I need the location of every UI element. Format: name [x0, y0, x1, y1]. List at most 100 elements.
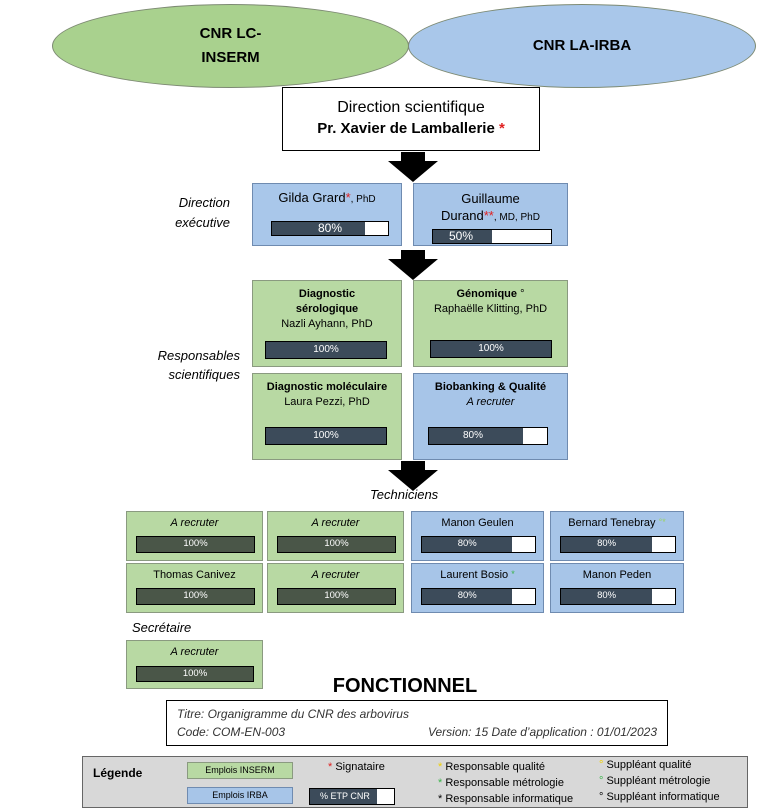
- signataire-mark: *: [345, 190, 351, 205]
- resp-name: Nazli Ayhann, PhD: [281, 318, 373, 330]
- resp-title: Biobanking & Qualité: [434, 381, 547, 393]
- tech-name: A recruter: [311, 569, 360, 581]
- legend-supp-qualite: Suppléant qualité: [606, 759, 692, 771]
- etp-percent: 100%: [324, 590, 349, 601]
- resp-box-moleculaire: Diagnostic moléculaire Laura Pezzi, PhD …: [252, 373, 402, 460]
- responsables-line2: scientifiques: [168, 367, 240, 382]
- legend-etp-label: % ETP CNR: [320, 791, 370, 801]
- etp-bar: 80%: [271, 221, 389, 236]
- arrow-down-icon: [388, 152, 438, 182]
- etp-percent: 100%: [313, 430, 339, 441]
- tech-name: Manon Geulen: [441, 517, 514, 529]
- etp-bar: 100%: [136, 536, 255, 553]
- direction-executive-label: Direction exécutive: [150, 193, 230, 233]
- etp-percent: 100%: [183, 538, 208, 549]
- arrow-down-icon: [388, 461, 438, 491]
- role-mark: *: [511, 569, 515, 579]
- responsables-label: Responsables scientifiques: [140, 346, 240, 384]
- resp-box-serologique: Diagnostic sérologique Nazli Ayhann, PhD…: [252, 280, 402, 367]
- legend-responsables: * Responsable qualité * Responsable métr…: [438, 759, 573, 807]
- executive-box-durand: Guillaume Durand**, MD, PhD 50%: [413, 183, 568, 246]
- resp-title: Diagnostic moléculaire: [266, 381, 388, 393]
- legend-signataire: * Signataire: [328, 761, 385, 773]
- tech-name: A recruter: [170, 646, 219, 658]
- document-version: Version: 15 Date d’application : 01/01/2…: [427, 725, 657, 739]
- etp-bar: 80%: [421, 588, 536, 605]
- technicien-box: Manon Peden 80%: [550, 563, 684, 613]
- legend-supp-informatique: Suppléant informatique: [606, 791, 720, 803]
- document-title: Titre: Organigramme du CNR des arbovirus: [177, 707, 409, 721]
- technicien-box: Laurent Bosio *80%: [411, 563, 544, 613]
- etp-percent: 100%: [313, 344, 339, 355]
- legend-box: Légende Emplois INSERM Emplois IRBA % ET…: [82, 756, 748, 808]
- legend-inserm-label: Emplois INSERM: [205, 765, 275, 775]
- cnr-lc-inserm-line2: INSERM: [201, 49, 260, 66]
- informatique-mark: °: [599, 791, 604, 803]
- legend-etp-bar: % ETP CNR: [309, 788, 395, 805]
- etp-bar: 100%: [430, 340, 552, 358]
- resp-box-genomique: Génomique ° Raphaëlle Klitting, PhD 100%: [413, 280, 568, 367]
- signataire-mark: *: [498, 120, 505, 137]
- legend-irba-swatch: Emplois IRBA: [187, 787, 293, 804]
- direction-executive-line1: Direction: [178, 195, 230, 210]
- technicien-box: Thomas Canivez 100%: [126, 563, 263, 613]
- technicien-box: Bernard Tenebray °*80%: [550, 511, 684, 561]
- executive-name: Gilda Grard: [278, 190, 346, 205]
- techniciens-label: Techniciens: [370, 487, 439, 502]
- suppleant-mark: °: [520, 288, 525, 300]
- legend-irba-label: Emplois IRBA: [212, 790, 268, 800]
- cnr-lc-inserm-oval: CNR LC- INSERM: [52, 4, 409, 88]
- etp-percent: 80%: [317, 221, 343, 235]
- legend-resp-informatique: Responsable informatique: [445, 793, 574, 805]
- resp-name: Raphaëlle Klitting, PhD: [433, 303, 548, 315]
- resp-box-biobanking: Biobanking & Qualité A recruter 80%: [413, 373, 568, 460]
- document-info-box: Titre: Organigramme du CNR des arbovirus…: [166, 700, 668, 746]
- etp-percent: 100%: [478, 343, 504, 354]
- cnr-lc-inserm-line1: CNR LC-: [199, 25, 262, 42]
- etp-percent: 50%: [449, 229, 474, 243]
- technicien-box: Manon Geulen 80%: [411, 511, 544, 561]
- resp-name: A recruter: [466, 396, 515, 408]
- etp-bar: 100%: [265, 341, 387, 359]
- direction-executive-line2: exécutive: [175, 215, 230, 230]
- metrologie-mark: °: [599, 775, 604, 787]
- direction-title: Direction scientifique: [337, 99, 485, 116]
- etp-bar: 100%: [136, 588, 255, 605]
- arrow-down-icon: [388, 250, 438, 280]
- etp-bar: 80%: [560, 588, 676, 605]
- legend-resp-qualite: Responsable qualité: [445, 761, 546, 773]
- legend-signataire-label: Signataire: [335, 761, 385, 773]
- signataire-mark: *: [328, 761, 333, 773]
- etp-percent: 100%: [324, 538, 349, 549]
- metrologie-mark: *: [438, 777, 443, 789]
- fonctionnel-heading: FONCTIONNEL: [332, 675, 478, 697]
- executive-suffix: , MD, PhD: [493, 212, 540, 223]
- etp-percent: 100%: [183, 590, 208, 601]
- tech-name: Bernard Tenebray: [568, 517, 656, 529]
- legend-supp-metrologie: Suppléant métrologie: [606, 775, 711, 787]
- etp-bar: 50%: [432, 229, 552, 244]
- executive-name-line1: Guillaume: [461, 191, 520, 206]
- etp-percent: 80%: [597, 538, 617, 549]
- executive-box-grard: Gilda Grard*, PhD 80%: [252, 183, 402, 246]
- etp-percent: 100%: [182, 668, 208, 679]
- etp-bar: 80%: [421, 536, 536, 553]
- tech-name: A recruter: [170, 517, 219, 529]
- responsables-line1: Responsables: [157, 348, 240, 363]
- resp-title: Génomique: [456, 288, 518, 300]
- etp-bar: 100%: [265, 427, 387, 445]
- etp-bar: 100%: [136, 666, 254, 682]
- resp-title: Diagnostic: [298, 288, 356, 300]
- technicien-box: A recruter 100%: [126, 511, 263, 561]
- legend-title: Légende: [93, 766, 143, 780]
- document-code: Code: COM-EN-003: [177, 725, 286, 739]
- etp-percent: 80%: [457, 590, 477, 601]
- direction-scientifique-box: Direction scientifique Pr. Xavier de Lam…: [282, 87, 540, 151]
- qualite-mark: *: [438, 761, 443, 773]
- tech-name: Thomas Canivez: [153, 569, 236, 581]
- etp-bar: 100%: [277, 588, 396, 605]
- legend-resp-metrologie: Responsable métrologie: [445, 777, 564, 789]
- tech-name: Manon Peden: [582, 569, 652, 581]
- signataire-mark: **: [483, 208, 494, 223]
- etp-bar: 100%: [277, 536, 396, 553]
